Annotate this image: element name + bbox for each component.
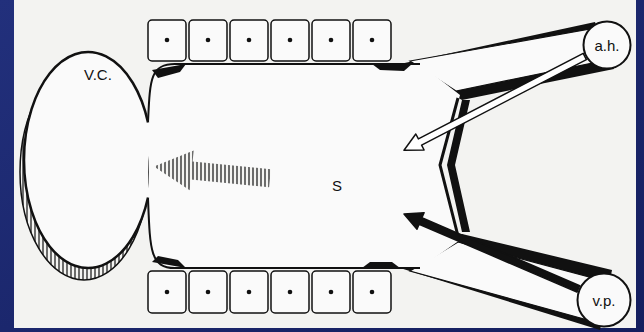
vein-outline	[24, 52, 148, 268]
outflow-arrow-shape	[154, 151, 271, 191]
vessel-label: V.C.	[84, 66, 112, 83]
nucleus	[165, 290, 170, 295]
septum-shadow	[447, 100, 470, 232]
nucleus	[370, 38, 375, 43]
nucleus	[288, 38, 293, 43]
vessel-cross-section	[584, 22, 631, 69]
hepatocyte	[271, 271, 309, 313]
figure-panel	[14, 0, 636, 328]
hepatocyte	[353, 271, 391, 313]
arterial-flow-arrow-shape	[404, 53, 586, 150]
hepatocyte	[230, 271, 268, 313]
endothelial-cell	[362, 262, 400, 268]
portal-flow-arrow	[404, 213, 580, 292]
nucleus	[206, 38, 211, 43]
nucleus	[288, 290, 293, 295]
hepatic-artery: a.h.	[582, 20, 632, 70]
hepatocyte	[189, 20, 227, 61]
nucleus	[165, 38, 170, 43]
nucleus	[247, 38, 252, 43]
hepatocyte	[353, 20, 391, 61]
hepatocyte	[189, 271, 227, 313]
outflow-arrow	[154, 151, 271, 191]
nucleus	[206, 290, 211, 295]
hepatocyte	[148, 271, 186, 313]
sinusoid-lumen-fill	[148, 64, 460, 268]
nucleus	[329, 38, 334, 43]
hepatocyte-row	[148, 271, 391, 313]
sinusoid-wall	[148, 198, 420, 268]
hepatocyte	[271, 20, 309, 61]
portal-vein: v.p.	[576, 272, 632, 328]
vessel-label: a.h.	[594, 37, 619, 54]
hepatocyte	[148, 20, 186, 61]
nucleus	[329, 290, 334, 295]
nucleus-row	[165, 38, 375, 295]
nucleus	[370, 290, 375, 295]
nucleus	[247, 290, 252, 295]
vessel-cross-section	[578, 274, 631, 327]
hepatocyte	[312, 271, 350, 313]
arterial-flow-arrow	[404, 53, 586, 150]
sinusoid-lumen: S	[270, 110, 404, 260]
endothelial-cell	[372, 64, 412, 71]
hepatocyte	[312, 20, 350, 61]
vessel-label: S	[332, 177, 342, 194]
central-vein: V.C.	[22, 50, 154, 270]
vessel-label: v.p.	[592, 292, 615, 309]
central-vein-outline	[22, 50, 154, 270]
sinusoid-wall	[148, 64, 420, 122]
endothelial-cell	[152, 256, 186, 268]
hepatocyte	[230, 20, 268, 61]
endothelial-cell	[152, 64, 186, 78]
portal-flow-arrow-shape	[404, 213, 580, 292]
hepatocyte-row	[148, 20, 391, 61]
